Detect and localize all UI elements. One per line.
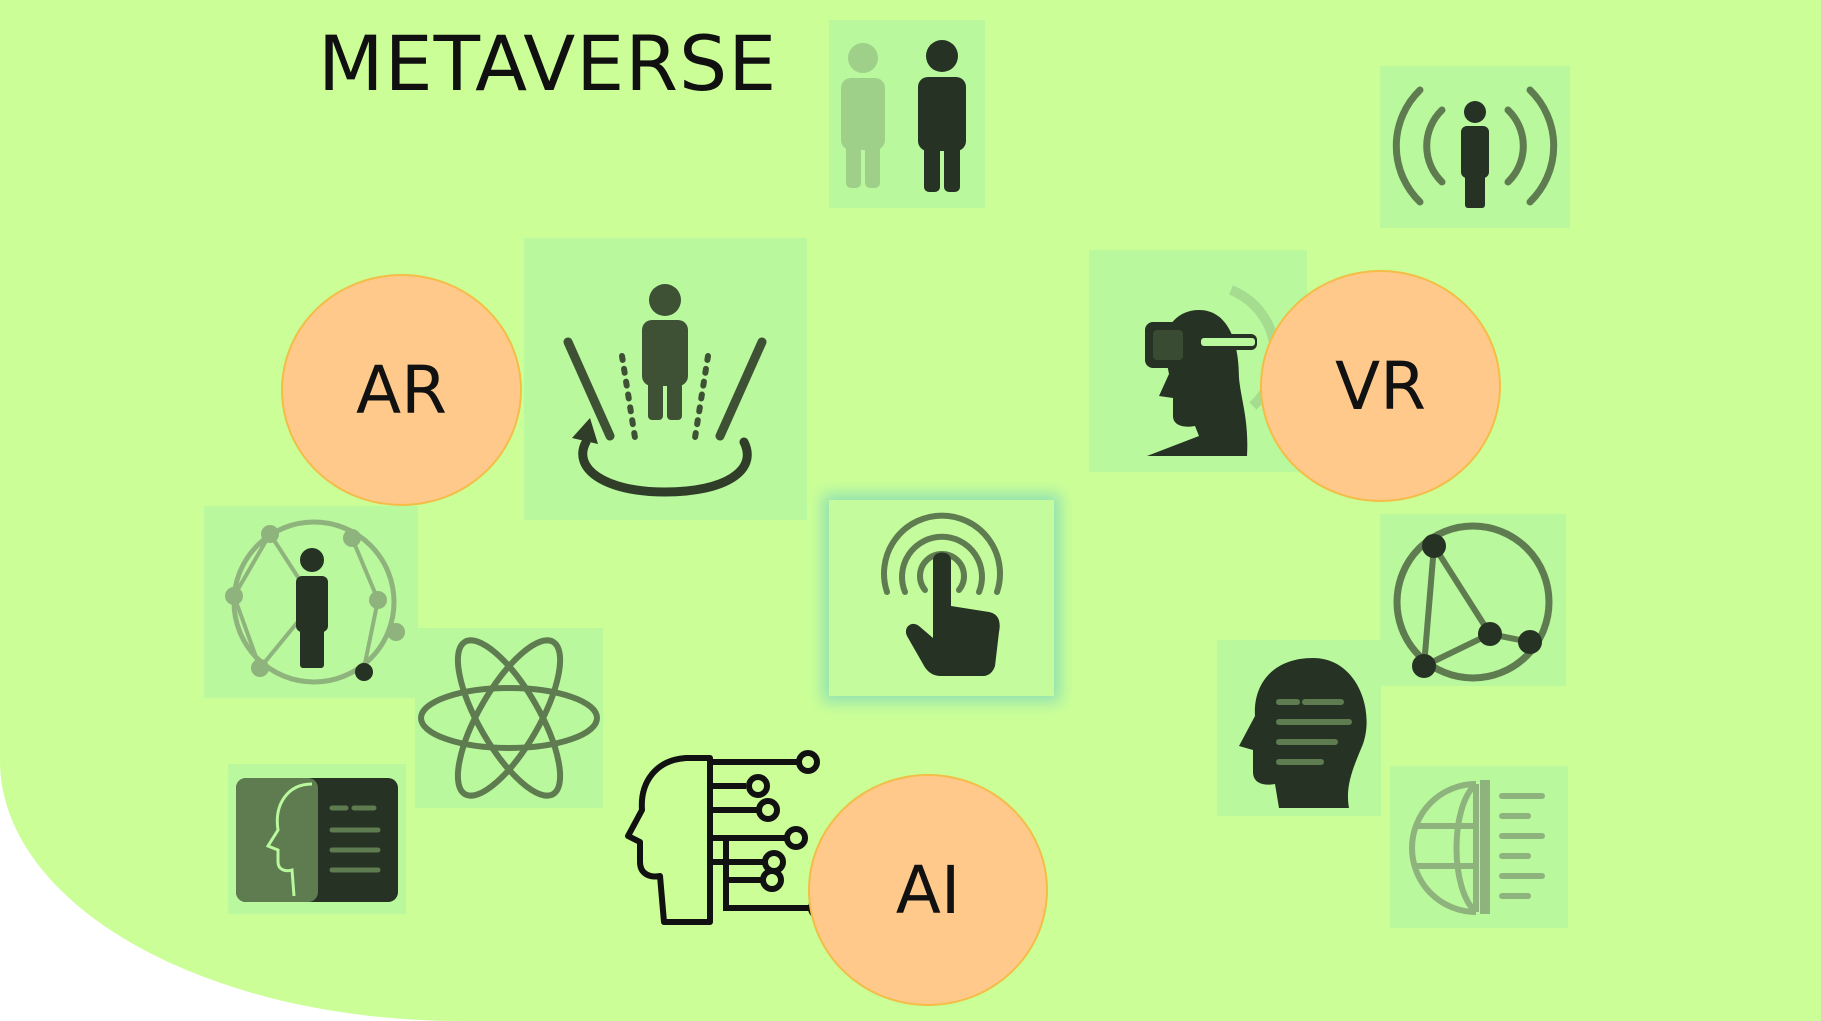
atom-icon <box>415 628 603 808</box>
person-broadcast-icon <box>1380 66 1570 228</box>
person-network-icon <box>204 506 418 698</box>
person-hologram-icon <box>524 238 807 520</box>
globe-document-icon <box>1390 766 1568 928</box>
touch-tap-icon <box>829 500 1054 696</box>
ai-bubble: AI <box>808 774 1048 1006</box>
vr-bubble: VR <box>1260 270 1501 502</box>
ai-label: AI <box>895 851 961 929</box>
vr-label: VR <box>1334 347 1426 425</box>
ai-circuit-head-icon <box>616 740 838 940</box>
ar-label: AR <box>355 351 447 429</box>
ar-bubble: AR <box>281 274 522 506</box>
diagram-title: METAVERSE <box>318 19 778 108</box>
network-triangle-icon <box>1380 514 1566 686</box>
face-document-icon <box>228 764 406 914</box>
speaking-head-icon <box>1217 640 1381 816</box>
two-people-icon <box>829 20 985 208</box>
